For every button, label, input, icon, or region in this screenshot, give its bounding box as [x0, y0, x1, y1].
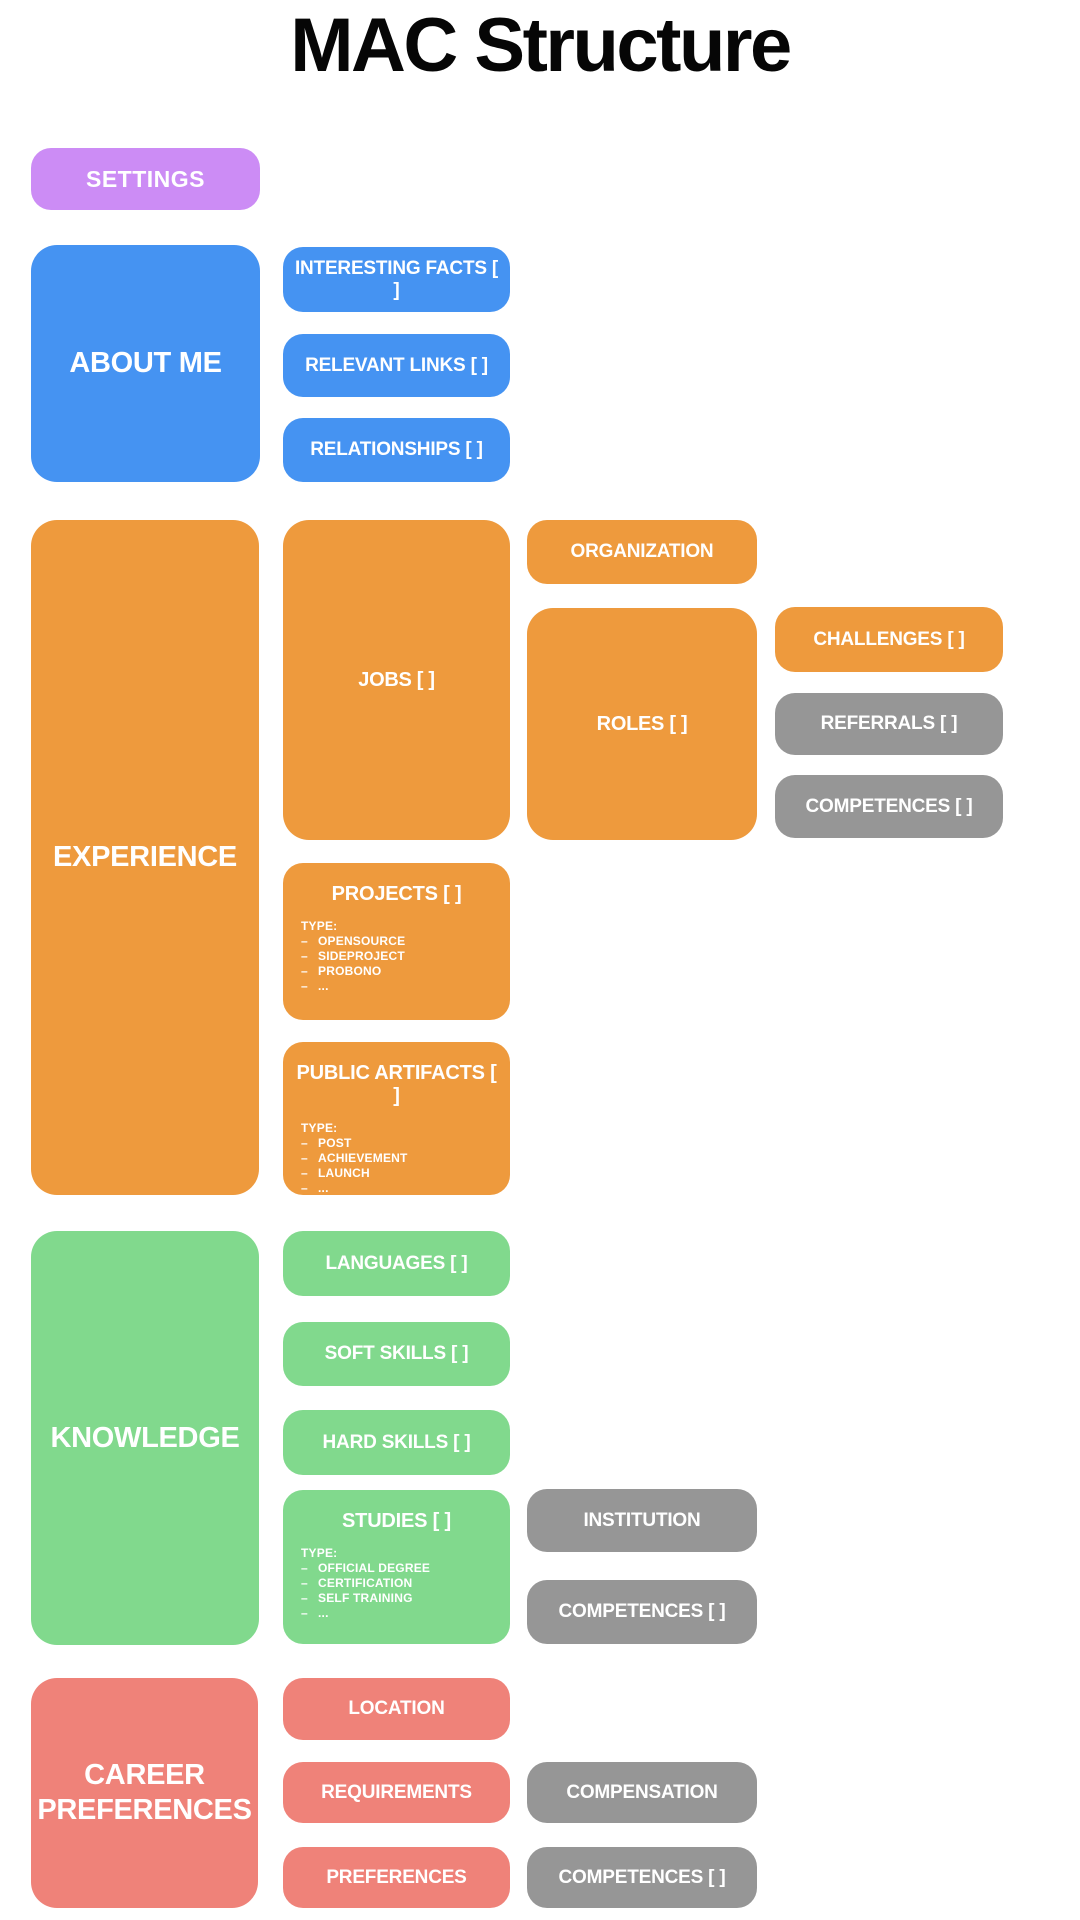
knowledge-competences-node: COMPETENCES [ ] [527, 1580, 757, 1644]
career-preferences-label: CAREER PREFERENCES [37, 1759, 252, 1826]
projects-type-list: –OPENSOURCE–SIDEPROJECT–PROBONO–... [301, 934, 500, 994]
referrals-node: REFERRALS [ ] [775, 693, 1003, 755]
experience-label: EXPERIENCE [53, 841, 237, 874]
type-list-item: –PROBONO [301, 964, 382, 978]
type-list-item: –OFFICIAL DEGREE [301, 1561, 431, 1575]
preferences-label: PREFERENCES [326, 1866, 467, 1888]
public-artifacts-node: PUBLIC ARTIFACTS [ ] TYPE: –POST–ACHIEVE… [283, 1042, 510, 1195]
career-preferences-node: CAREER PREFERENCES [31, 1678, 258, 1908]
about-me-node: ABOUT ME [31, 245, 260, 482]
type-list-item: –... [301, 1606, 329, 1620]
career-competences-label: COMPETENCES [ ] [558, 1866, 726, 1888]
public-artifacts-type-section: TYPE: –POST–ACHIEVEMENT–LAUNCH–... [293, 1121, 500, 1196]
organization-node: ORGANIZATION [527, 520, 757, 584]
experience-competences-node: COMPETENCES [ ] [775, 775, 1003, 838]
experience-node: EXPERIENCE [31, 520, 259, 1195]
relevant-links-node: RELEVANT LINKS [ ] [283, 334, 510, 397]
studies-label: STUDIES [ ] [342, 1510, 451, 1532]
studies-type-list: –OFFICIAL DEGREE–CERTIFICATION–SELF TRAI… [301, 1561, 500, 1621]
institution-label: INSTITUTION [583, 1509, 701, 1531]
institution-node: INSTITUTION [527, 1489, 757, 1552]
settings-label: SETTINGS [85, 165, 205, 192]
settings-node: SETTINGS [31, 148, 260, 210]
knowledge-label: KNOWLEDGE [50, 1421, 240, 1454]
public-artifacts-type-list: –POST–ACHIEVEMENT–LAUNCH–... [301, 1136, 500, 1196]
jobs-node: JOBS [ ] [283, 520, 510, 840]
compensation-label: COMPENSATION [566, 1781, 718, 1803]
jobs-label: JOBS [ ] [358, 669, 435, 691]
languages-label: LANGUAGES [ ] [325, 1252, 468, 1274]
type-list-item: –ACHIEVEMENT [301, 1151, 408, 1165]
challenges-label: CHALLENGES [ ] [813, 628, 965, 650]
organization-label: ORGANIZATION [570, 541, 714, 562]
type-list-item: –... [301, 1181, 329, 1195]
hard-skills-label: HARD SKILLS [ ] [322, 1431, 471, 1453]
roles-label: ROLES [ ] [596, 713, 688, 735]
type-list-item: –... [301, 979, 329, 993]
experience-competences-label: COMPETENCES [ ] [805, 795, 973, 817]
public-artifacts-type-heading: TYPE: [301, 1121, 338, 1135]
career-competences-node: COMPETENCES [ ] [527, 1847, 757, 1908]
type-list-item: –POST [301, 1136, 352, 1150]
hard-skills-node: HARD SKILLS [ ] [283, 1410, 510, 1475]
interesting-facts-label: INTERESTING FACTS [ ] [294, 257, 499, 301]
type-list-item: –OPENSOURCE [301, 934, 406, 948]
type-list-item: –SELF TRAINING [301, 1591, 413, 1605]
projects-node: PROJECTS [ ] TYPE: –OPENSOURCE–SIDEPROJE… [283, 863, 510, 1020]
about-me-label: ABOUT ME [69, 347, 222, 380]
requirements-label: REQUIREMENTS [321, 1781, 472, 1803]
page-title: MAC Structure [290, 3, 792, 88]
projects-type-section: TYPE: –OPENSOURCE–SIDEPROJECT–PROBONO–..… [293, 919, 500, 994]
relevant-links-label: RELEVANT LINKS [ ] [305, 354, 488, 376]
requirements-node: REQUIREMENTS [283, 1762, 510, 1823]
location-node: LOCATION [283, 1678, 510, 1740]
challenges-node: CHALLENGES [ ] [775, 607, 1003, 672]
knowledge-node: KNOWLEDGE [31, 1231, 259, 1645]
public-artifacts-label: PUBLIC ARTIFACTS [ ] [296, 1062, 497, 1107]
projects-type-heading: TYPE: [301, 919, 338, 933]
studies-node: STUDIES [ ] TYPE: –OFFICIAL DEGREE–CERTI… [283, 1490, 510, 1644]
compensation-node: COMPENSATION [527, 1762, 757, 1823]
studies-type-heading: TYPE: [301, 1546, 338, 1560]
type-list-item: –CERTIFICATION [301, 1576, 413, 1590]
studies-type-section: TYPE: –OFFICIAL DEGREE–CERTIFICATION–SEL… [293, 1546, 500, 1621]
soft-skills-label: SOFT SKILLS [ ] [324, 1343, 469, 1364]
projects-label: PROJECTS [ ] [331, 883, 462, 905]
referrals-label: REFERRALS [ ] [820, 713, 958, 734]
knowledge-competences-label: COMPETENCES [ ] [558, 1601, 726, 1622]
type-list-item: –LAUNCH [301, 1166, 370, 1180]
interesting-facts-node: INTERESTING FACTS [ ] [283, 247, 510, 312]
type-list-item: –SIDEPROJECT [301, 949, 405, 963]
roles-node: ROLES [ ] [527, 608, 757, 840]
languages-node: LANGUAGES [ ] [283, 1231, 510, 1296]
soft-skills-node: SOFT SKILLS [ ] [283, 1322, 510, 1386]
preferences-node: PREFERENCES [283, 1847, 510, 1908]
relationships-label: RELATIONSHIPS [ ] [310, 439, 483, 460]
relationships-node: RELATIONSHIPS [ ] [283, 418, 510, 482]
location-label: LOCATION [348, 1698, 445, 1719]
